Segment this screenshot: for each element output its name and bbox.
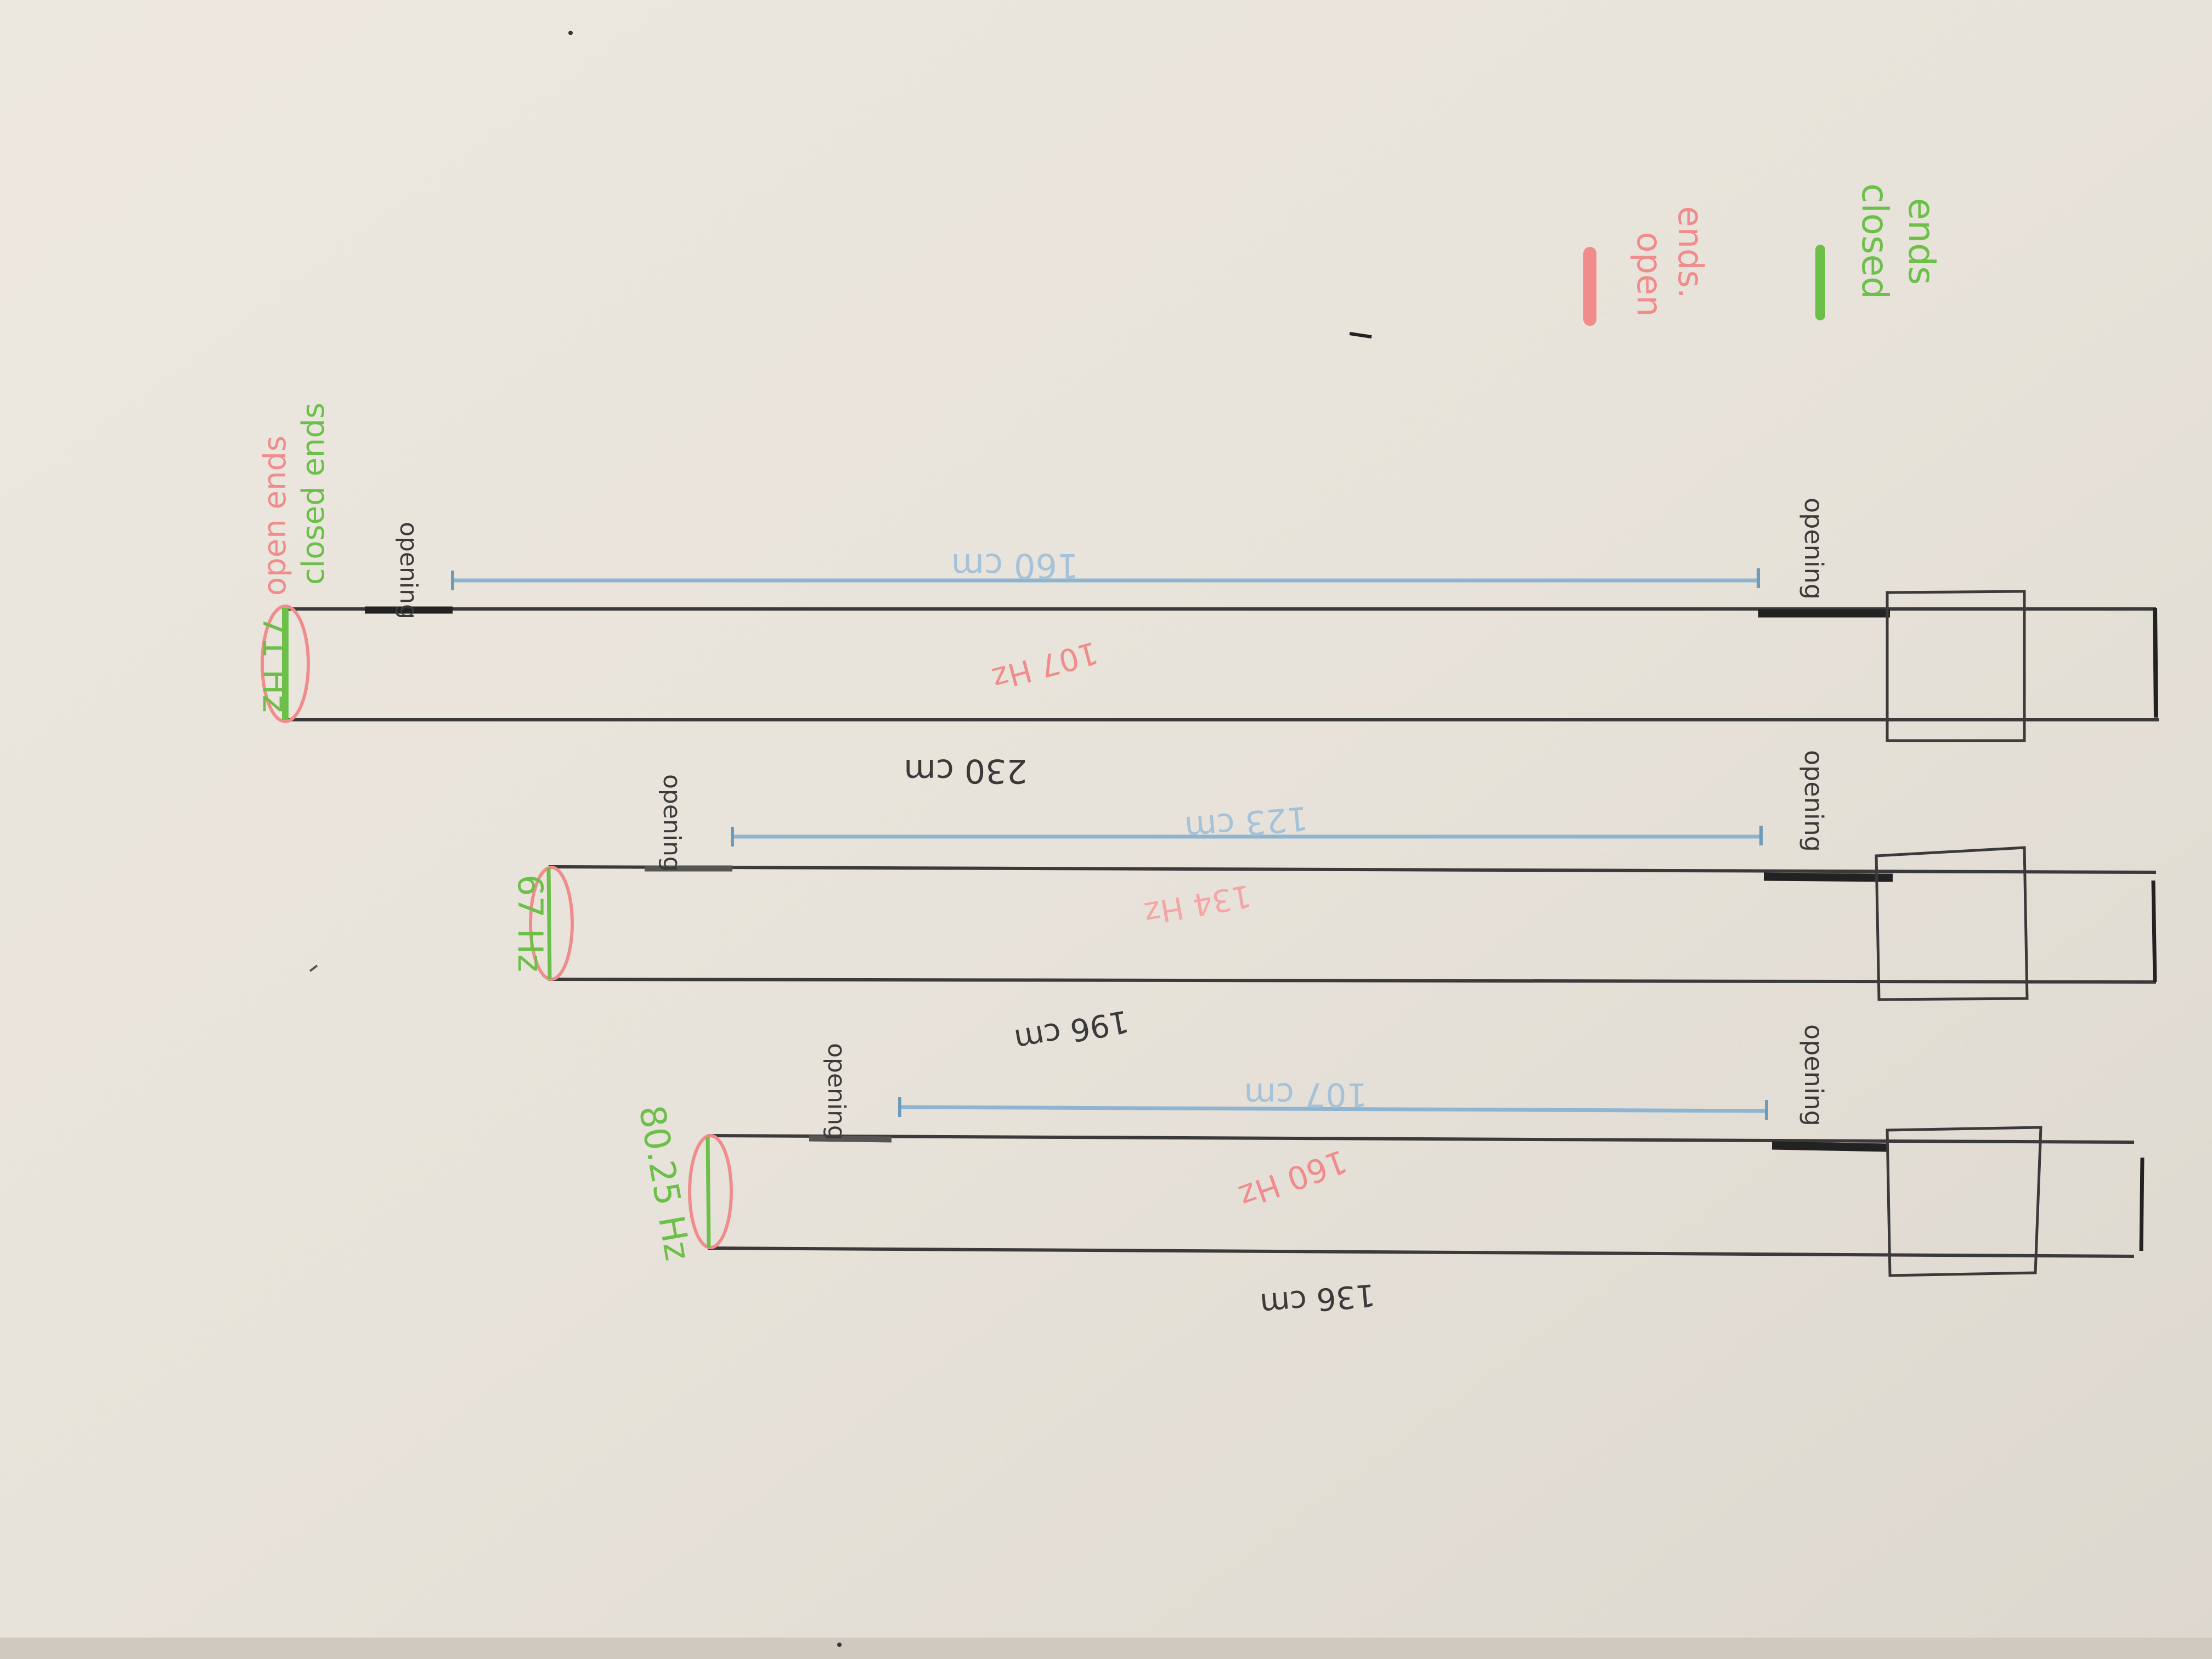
legend-open-label-line2: ends.	[1671, 206, 1711, 299]
tube-1-end-ellipse	[261, 605, 310, 723]
tube-2-closed-end-mark	[546, 867, 552, 979]
tube-2-closed-frequency-label: 67 Hz	[510, 874, 550, 972]
tube-1-closed-frequency-label: 71 Hz	[255, 615, 295, 713]
tube-2-opening-left-label: opening	[658, 774, 686, 872]
legend-closed-label-line1: closed	[1854, 183, 1896, 300]
tube-1-mouthpiece-box	[1886, 590, 2026, 742]
tube-3-opening-left	[809, 1135, 892, 1143]
tube-1-end-cap	[2153, 607, 2158, 718]
stray-dot-2	[837, 1643, 842, 1647]
tube-2-mouthpiece-box	[1875, 846, 2029, 1001]
tube-3-mouthpiece-box	[1886, 1126, 2042, 1277]
stray-dot-1	[568, 31, 573, 35]
tube-3-end-cap	[2139, 1157, 2145, 1251]
legend-open-label-line1: open	[1629, 232, 1669, 317]
tube-1-open-ends-annotation: open ends	[257, 436, 293, 596]
tube-2-top-wall	[548, 865, 2157, 874]
tube-3-opening-right	[1771, 1141, 1888, 1152]
tube-3-end-ellipse	[688, 1134, 733, 1249]
tube-1-opening-left-label: opening	[394, 522, 422, 619]
tube-2-bottom-wall	[548, 978, 2157, 984]
legend-closed-label-line2: ends	[1900, 198, 1943, 285]
tube-3-opening-gap-label: 107 cm	[1244, 1075, 1367, 1114]
legend: open ends. closed ends	[1583, 183, 1943, 326]
tube-1-length-label: 230 cm	[904, 752, 1027, 790]
tube-2-opening-right	[1763, 872, 1893, 882]
tube-2-end-cap	[2151, 880, 2157, 983]
tube-1-closed-ends-annotation: closed ends	[296, 403, 331, 585]
tube-3-opening-left-label: opening	[822, 1043, 850, 1141]
paper-edge	[0, 1638, 2212, 1659]
tube-2: 123 cm 134 Hz 196 cm opening opening 67 …	[510, 750, 2157, 1058]
tube-1-opening-gap-label: 160 cm	[951, 546, 1079, 586]
tube-2-end-ellipse	[529, 866, 574, 981]
tube-2-opening-right-label: opening	[1799, 750, 1829, 852]
tube-1-opening-right-label: opening	[1799, 498, 1829, 600]
tube-3-opening-dimension-line	[899, 1105, 1767, 1113]
tube-3-closed-end-mark	[706, 1136, 711, 1248]
tube-3-opening-right-label: opening	[1799, 1024, 1829, 1126]
stray-mark-2	[309, 964, 318, 972]
stray-mark-1	[1349, 332, 1372, 338]
tube-3-bottom-wall	[707, 1246, 2135, 1258]
tube-3-top-wall	[707, 1134, 2135, 1144]
